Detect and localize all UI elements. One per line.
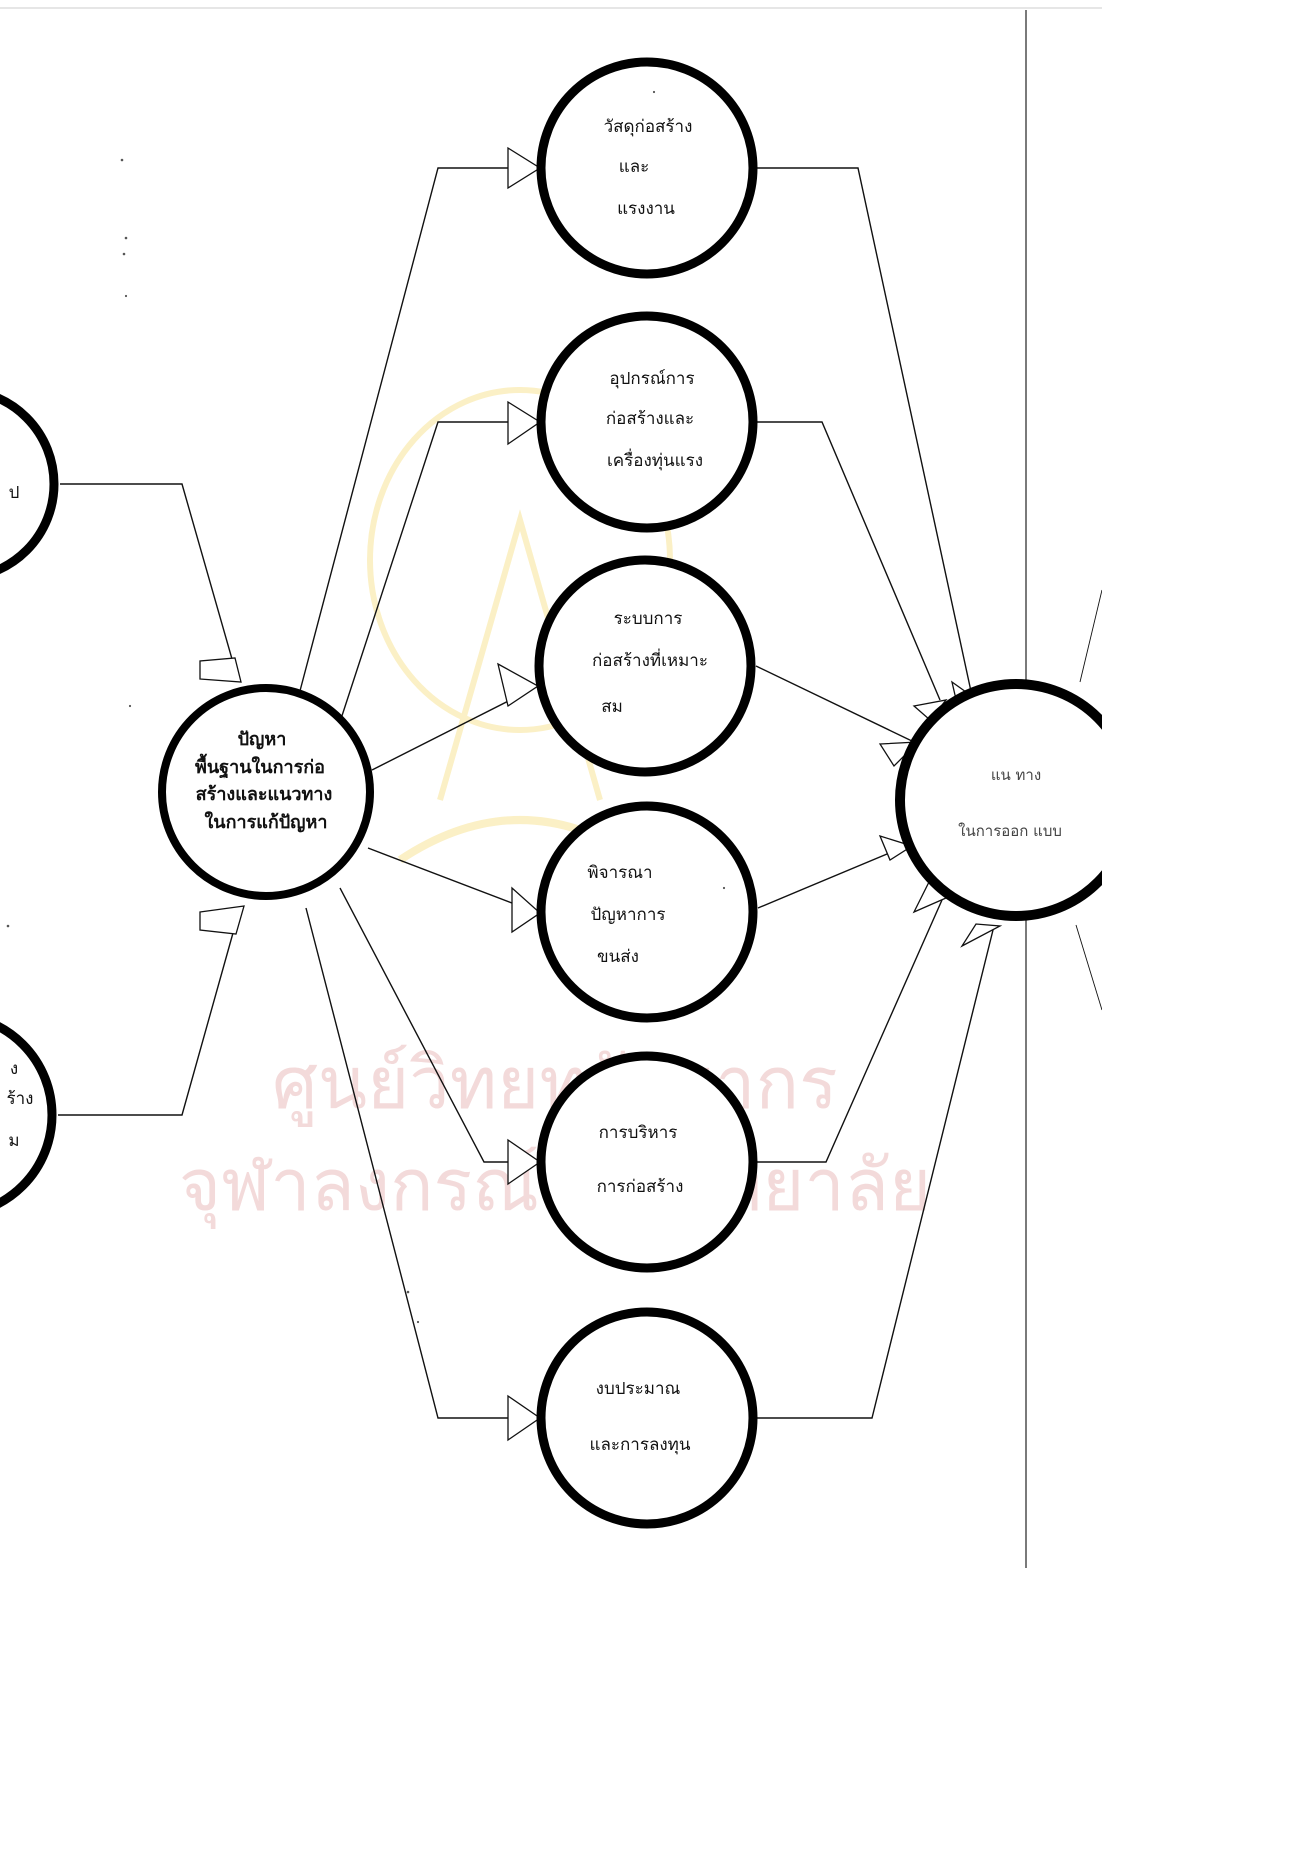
scan-specks <box>6 90 726 1324</box>
connections <box>58 167 1102 1419</box>
node-center-line-3: สร้างและแนวทาง <box>196 784 333 805</box>
arrowhead-into-materials <box>507 146 542 190</box>
arrowhead-into-transport <box>511 886 542 934</box>
conn-management-to-right <box>756 899 943 1163</box>
speck <box>122 252 126 256</box>
arrowhead-into-right-6 <box>960 923 1003 948</box>
arrowhead-into-management <box>507 1138 542 1186</box>
node-transport-line-1: พิจารณา <box>587 863 652 883</box>
node-management-line-2: การก่อสร้าง <box>597 1177 684 1197</box>
arrowhead-into-budget <box>507 1394 542 1442</box>
speck <box>406 1290 410 1294</box>
speck <box>652 90 656 94</box>
node-method-line-2: ก่อสร้างที่เหมาะ <box>592 648 708 671</box>
node-center: ปัญหา พื้นฐานในการก่อ สร้างและแนวทาง ในก… <box>158 684 374 900</box>
conn-right-out-bottom <box>1075 924 1102 1011</box>
node-method-line-1: ระบบการ <box>614 609 683 629</box>
node-equipment: อุปกรณ์การ ก่อสร้างและ เครื่องทุ่นแรง <box>536 311 758 533</box>
node-left-top: ป <box>0 393 59 575</box>
arrowhead-into-center-top <box>199 657 242 683</box>
node-materials-line-2: และ <box>619 157 650 177</box>
node-transport-line-3: ขนส่ง <box>597 947 639 967</box>
conn-center-to-transport <box>367 847 539 914</box>
node-materials-line-1: วัสดุก่อสร้าง <box>604 117 693 137</box>
conn-materials-to-right <box>756 167 973 697</box>
node-transport-line-2: ปัญหาการ <box>591 905 666 925</box>
node-center-line-4: ในการแก้ปัญหา <box>204 811 327 833</box>
node-right-circle <box>895 679 1102 921</box>
node-equipment-line-2: ก่อสร้างและ <box>606 409 694 429</box>
conn-center-to-materials <box>295 167 540 707</box>
node-right: แน ทาง ในการออก แบบ <box>895 679 1102 921</box>
conn-budget-to-right <box>756 925 995 1419</box>
node-budget-line-1: งบประมาณ <box>596 1379 681 1399</box>
node-equipment-line-3: เครื่องทุ่นแรง <box>607 448 703 471</box>
node-method-line-3: สม <box>601 697 623 717</box>
node-method: ระบบการ ก่อสร้างที่เหมาะ สม <box>534 555 756 777</box>
node-left-top-label: ป <box>9 483 20 503</box>
node-right-line-1: แน ทาง <box>991 766 1041 784</box>
concept-diagram: ศูนย์วิทยทรัพยากร จุฬาลงกรณ์มหาวิทยาลัย <box>0 7 1102 1568</box>
speck <box>120 158 124 162</box>
node-center-line-1: ปัญหา <box>238 729 287 750</box>
arrowhead-into-equipment <box>507 400 542 446</box>
node-method-circle <box>534 555 756 777</box>
node-management-circle <box>536 1051 758 1273</box>
arrowhead-into-right-4 <box>878 834 914 861</box>
speck <box>416 1320 420 1324</box>
node-transport: พิจารณา ปัญหาการ ขนส่ง <box>536 801 758 1023</box>
conn-transport-to-right <box>757 845 907 909</box>
conn-left-top-to-center <box>60 483 239 681</box>
node-left-bottom-line-1: ง <box>10 1059 18 1079</box>
node-center-line-2: พื้นฐานในการก่อ <box>195 753 325 779</box>
speck <box>6 924 10 928</box>
node-center-circle <box>158 684 374 900</box>
conn-right-out-top <box>1079 589 1102 683</box>
node-equipment-line-1: อุปกรณ์การ <box>609 369 694 389</box>
node-left-bottom-line-3: ม <box>8 1131 19 1151</box>
node-budget-circle <box>536 1307 758 1529</box>
speck <box>124 294 128 298</box>
node-materials-line-3: แรงงาน <box>617 199 675 219</box>
speck <box>124 236 128 240</box>
arrowhead-into-center-bottom <box>199 905 245 935</box>
conn-method-to-right <box>755 665 915 743</box>
node-left-bottom-circle <box>0 1022 57 1208</box>
node-left-bottom-line-2: ร้าง <box>7 1089 34 1109</box>
node-budget-line-2: และการลงทุน <box>589 1435 690 1455</box>
conn-equipment-to-right <box>756 421 941 701</box>
node-equipment-circle <box>536 311 758 533</box>
speck <box>128 704 132 708</box>
node-materials: วัสดุก่อสร้าง และ แรงงาน <box>536 57 758 279</box>
node-budget: งบประมาณ และการลงทุน <box>536 1307 758 1529</box>
conn-left-bottom-to-center <box>58 907 241 1116</box>
node-management: การบริหาร การก่อสร้าง <box>536 1051 758 1273</box>
conn-center-to-equipment <box>337 421 540 729</box>
node-management-line-1: การบริหาร <box>599 1123 678 1143</box>
node-left-top-circle <box>0 393 59 575</box>
node-materials-circle <box>536 57 758 279</box>
node-right-line-2: ในการออก แบบ <box>958 822 1062 840</box>
arrowhead-into-method <box>497 662 540 708</box>
node-left-bottom: ง ร้าง ม <box>0 1022 57 1208</box>
conn-center-to-budget <box>305 907 540 1419</box>
node-transport-circle <box>536 801 758 1023</box>
speck <box>722 886 726 890</box>
